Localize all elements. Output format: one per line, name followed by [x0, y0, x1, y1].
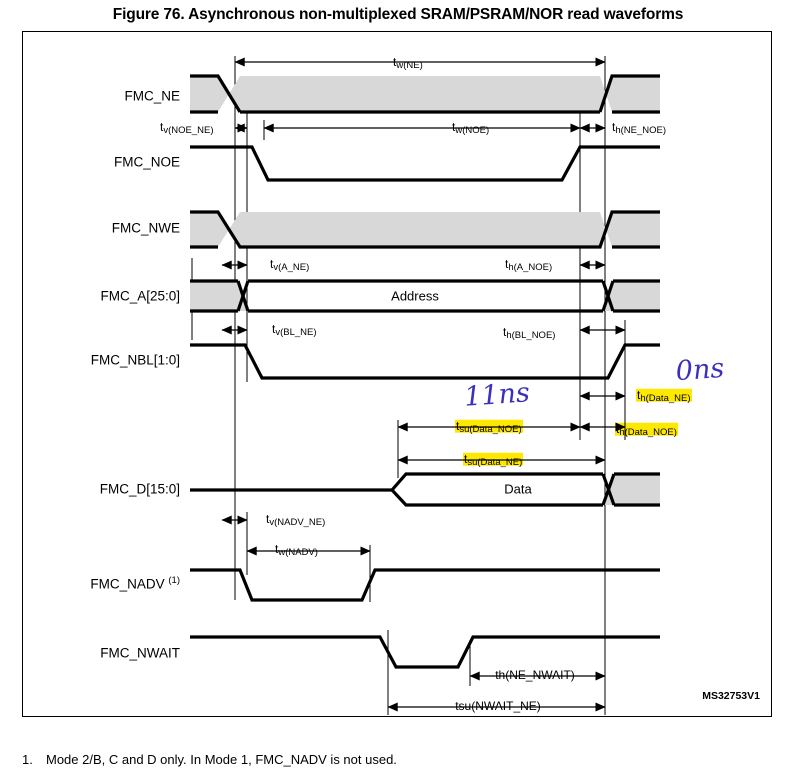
signal-label-fmc-ne: FMC_NE	[124, 88, 180, 104]
signal-label-fmc-a: FMC_A[25:0]	[100, 288, 180, 304]
waveform-fmc-a-bus	[190, 279, 660, 313]
page-title: Figure 76. Asynchronous non-multiplexed …	[112, 6, 684, 23]
signal-label-fmc-d: FMC_D[15:0]	[99, 481, 180, 497]
signal-label-fmc-noe: FMC_NOE	[113, 154, 180, 170]
waveform-fmc-nwe	[190, 210, 660, 249]
timing-label-tv-nadv-ne: tv(NADV_NE)	[266, 511, 326, 528]
diagram-frame	[22, 31, 772, 717]
timing-label-th-bl-noe: th(BL_NOE)	[503, 324, 556, 341]
signal-label-fmc-nwe: FMC_NWE	[111, 220, 180, 236]
waveform-fmc-nwait	[190, 635, 660, 669]
timing-label-tv-bl-ne: tv(BL_NE)	[272, 321, 317, 338]
reference-ticks	[246, 258, 371, 602]
waveform-fmc-nadv	[190, 568, 660, 602]
footnote: 1. Mode 2/B, C and D only. In Mode 1, FMC…	[22, 752, 397, 767]
waveform-fmc-noe	[190, 145, 660, 182]
timing-label-tv-a-ne: tv(A_NE)	[270, 256, 310, 273]
signal-label-fmc-nwait: FMC_NWAIT	[100, 645, 180, 661]
diagram-id-code: MS32753V1	[702, 690, 760, 702]
footnote-number: 1.	[22, 752, 33, 767]
measurement-arrows	[221, 57, 626, 712]
timing-label-th-a-noe: th(A_NOE)	[505, 256, 553, 273]
footnote-marker: (1)	[168, 574, 180, 586]
bus-label-address: Address	[391, 288, 439, 304]
waveform-fmc-nbl	[190, 343, 660, 380]
waveform-fmc-d-bus	[190, 472, 660, 507]
signal-label-fmc-nadv: FMC_NADV (1)	[90, 574, 180, 592]
signal-label-fmc-nbl: FMC_NBL[1:0]	[90, 352, 180, 368]
bus-label-data: Data	[504, 481, 532, 497]
waveform-fmc-ne	[190, 74, 660, 114]
footnote-text: Mode 2/B, C and D only. In Mode 1, FMC_N…	[46, 752, 397, 767]
timing-label-th-data-ne: th(Data_NE)	[636, 387, 692, 404]
timing-label-th-ne-noe: th(NE_NOE)	[612, 119, 667, 136]
timing-label-tv-noe-ne: tv(NOE_NE)	[160, 119, 214, 136]
